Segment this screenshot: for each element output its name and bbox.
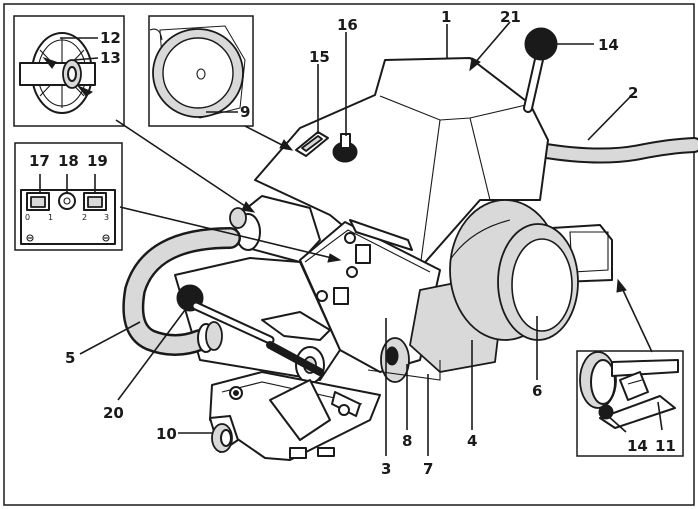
callout-8: 8: [402, 432, 412, 450]
scale-0: 0: [25, 213, 30, 222]
callout-3: 3: [381, 460, 391, 478]
inset-nozzle-lock: [576, 350, 684, 457]
callout-16: 16: [337, 16, 358, 34]
callout-6: 6: [532, 382, 542, 400]
callout-17: 17: [29, 152, 50, 170]
callout-labels: 1 21 14 2 16 15 12 13 9 17 18 19 5 20 10…: [29, 8, 676, 478]
inset-nozzle-detail: [148, 15, 254, 127]
callout-2: 2: [628, 84, 638, 102]
welding-machine-drawing: [122, 27, 698, 461]
inset-control-panel: [14, 142, 123, 251]
callout-4: 4: [467, 432, 477, 450]
callout-5: 5: [65, 349, 75, 367]
callout-20: 20: [103, 404, 124, 422]
callout-13: 13: [100, 49, 121, 67]
callout-15: 15: [309, 48, 330, 66]
callout-1: 1: [441, 8, 451, 26]
callout-19: 19: [87, 152, 108, 170]
callout-9: 9: [240, 103, 250, 121]
scale-2: 2: [82, 213, 87, 222]
callout-11: 11: [655, 437, 676, 455]
leader-lines: [79, 21, 653, 456]
scale-3: 3: [104, 213, 109, 222]
callout-14-top: 14: [598, 36, 619, 54]
callout-10: 10: [156, 425, 177, 443]
figure-border: [3, 3, 695, 506]
panel-scale-labels: 0 1 2 3: [25, 213, 109, 222]
callout-18: 18: [58, 152, 79, 170]
callout-12: 12: [100, 29, 121, 47]
callout-21: 21: [500, 8, 521, 26]
callout-14-inset: 14: [627, 437, 648, 455]
callout-7: 7: [423, 460, 433, 478]
inset-roller-detail: [13, 15, 125, 127]
scale-1: 1: [48, 213, 53, 222]
